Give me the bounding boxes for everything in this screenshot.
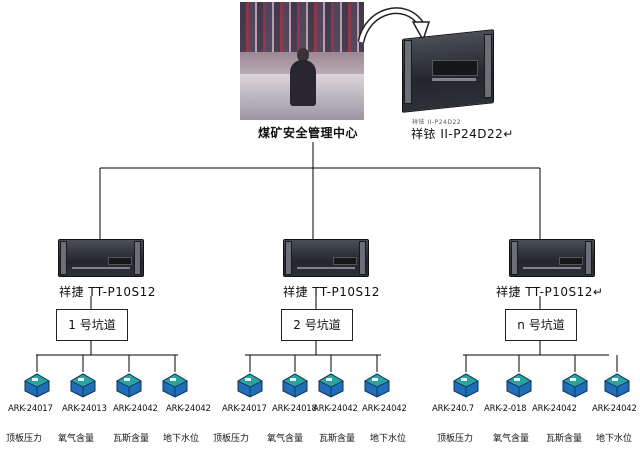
sensor-model-label: ARK-240.7 — [432, 404, 475, 414]
sensor-module-icon — [362, 369, 392, 399]
sensor-model-label: ARK-24042 — [592, 404, 637, 414]
sensor-model-label: ARK-24042 — [313, 404, 358, 414]
mine-server-label: 祥捷 TT-P10S12↵ — [496, 285, 604, 299]
sensor-module-icon — [504, 369, 534, 399]
sensor-name-label: 地下水位 — [370, 434, 407, 444]
mine-server-label: 祥捷 TT-P10S12 — [283, 285, 380, 299]
sensor-model-label: ARK-24042 — [166, 404, 211, 414]
sensor-name-label: 瓦斯含量 — [113, 434, 150, 444]
sensor-model-label: ARK-24013 — [62, 404, 107, 414]
sensor-model-label: ARK-24042 — [113, 404, 158, 414]
sensor-module-icon — [114, 369, 144, 399]
curved-arrow-icon — [357, 7, 431, 43]
mine-server-label: 祥捷 TT-P10S12 — [59, 285, 156, 299]
sensor-name-label: 氧气含量 — [493, 434, 530, 444]
tunnel-box: 2 号坑道 — [281, 309, 353, 341]
sensor-module-icon — [451, 369, 481, 399]
mine-server-icon — [58, 233, 148, 279]
control-room-photo — [240, 2, 364, 120]
sensor-model-label: ARK-24018 — [272, 404, 317, 414]
main-server-icon — [392, 26, 502, 116]
mine-server-icon — [509, 233, 599, 279]
tunnel-box: 1 号坑道 — [56, 309, 128, 341]
sensor-name-label: 瓦斯含量 — [546, 434, 583, 444]
sensor-name-label: 顶板压力 — [437, 434, 474, 444]
sensor-module-icon — [560, 369, 590, 399]
sensor-name-label: 顶板压力 — [213, 434, 250, 444]
sensor-name-label: 顶板压力 — [6, 434, 43, 444]
sensor-model-label: ARK-24017 — [8, 404, 53, 414]
sensor-module-icon — [160, 369, 190, 399]
sensor-name-label: 地下水位 — [596, 434, 633, 444]
sensor-module-icon — [22, 369, 52, 399]
center-label: 煤矿安全管理中心 — [258, 126, 359, 140]
mine-server-icon — [283, 233, 373, 279]
sensor-name-label: 瓦斯含量 — [319, 434, 356, 444]
main-server-label: 祥铱 II-P24D22↵ — [411, 127, 514, 141]
sensor-model-label: ARK-2-018 — [484, 404, 527, 414]
sensor-module-icon — [280, 369, 310, 399]
main-server-small-label: 祥铱 II-P24D22 — [412, 119, 462, 126]
sensor-module-icon — [68, 369, 98, 399]
tunnel-box: n 号坑道 — [505, 309, 577, 341]
sensor-model-label: ARK-24017 — [222, 404, 267, 414]
sensor-module-icon — [316, 369, 346, 399]
sensor-name-label: 氧气含量 — [58, 434, 95, 444]
sensor-model-label: ARK-24042 — [362, 404, 407, 414]
sensor-module-icon — [602, 369, 632, 399]
sensor-name-label: 地下水位 — [163, 434, 200, 444]
sensor-name-label: 氧气含量 — [267, 434, 304, 444]
sensor-module-icon — [235, 369, 265, 399]
sensor-model-label: ARK-24042 — [532, 404, 577, 414]
